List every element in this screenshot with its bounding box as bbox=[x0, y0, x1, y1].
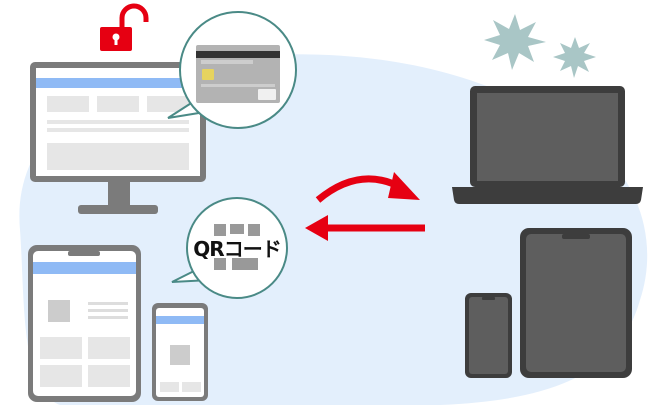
sync-arrows bbox=[305, 172, 425, 241]
qr-code-icon bbox=[214, 224, 260, 270]
credit-card-speech-bubble bbox=[167, 11, 297, 129]
credit-card-icon bbox=[196, 45, 280, 103]
phone-web bbox=[152, 303, 208, 401]
starburst-icons bbox=[484, 14, 596, 78]
tablet-web bbox=[28, 245, 141, 402]
laptop bbox=[452, 86, 643, 204]
qr-code-label: QRコード bbox=[193, 237, 281, 261]
unlocked-lock-icon bbox=[100, 3, 149, 51]
qr-code-speech-bubble bbox=[171, 197, 288, 299]
tablet-dark bbox=[520, 228, 632, 378]
desktop-monitor bbox=[30, 62, 206, 214]
phone-dark bbox=[465, 293, 512, 378]
